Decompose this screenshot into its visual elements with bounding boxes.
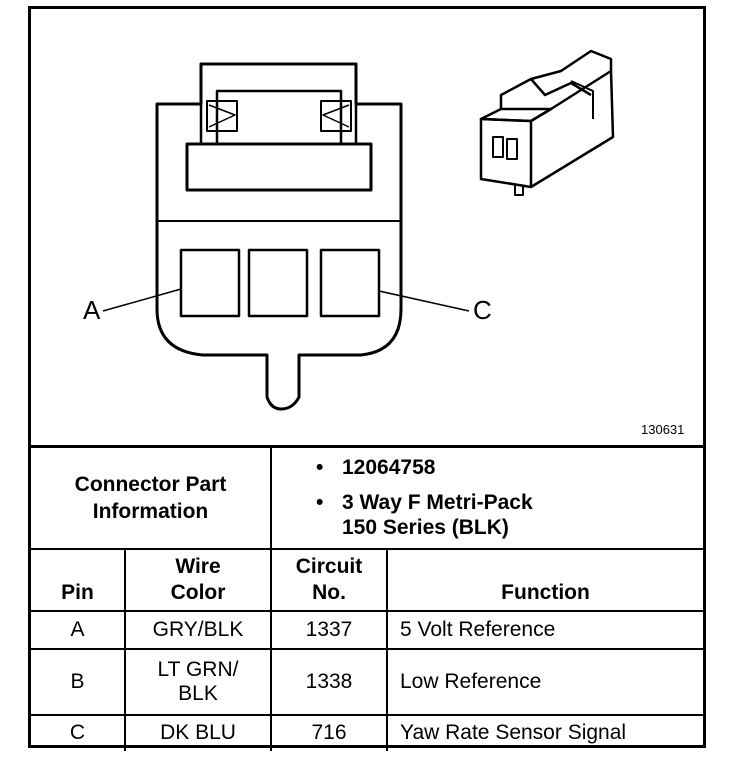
cell-wire-color: GRY/BLK xyxy=(124,609,272,650)
connector-info-row: Connector Part Information • 12064758 • … xyxy=(31,445,703,550)
connector-table: Connector Part Information • 12064758 • … xyxy=(31,445,703,751)
diagram-frame: A C 130631 Connector Part Information • … xyxy=(28,6,706,751)
cell-circuit: 716 xyxy=(270,713,388,751)
cell-pin: C xyxy=(31,713,126,751)
connector-type-line1: 3 Way F Metri-Pack xyxy=(342,491,533,515)
cell-circuit: 1338 xyxy=(270,647,388,716)
part-number: 12064758 xyxy=(342,456,436,480)
latch xyxy=(199,62,358,146)
header-circuit-line2: No. xyxy=(312,580,346,604)
cell-wire-color-line2: BLK xyxy=(178,681,218,705)
connector-type-line2: 150 Series (BLK) xyxy=(342,516,509,540)
pin-label-a: A xyxy=(83,295,101,325)
connector-isometric-icon xyxy=(479,49,615,196)
leader-a xyxy=(102,288,182,312)
header-wire-color-line1: Wire xyxy=(175,554,221,578)
lock-tab xyxy=(185,142,373,192)
header-circuit: Circuit No. xyxy=(270,547,388,612)
header-row: Pin Wire Color Circuit No. Function xyxy=(31,547,703,612)
leader-c xyxy=(378,290,470,312)
header-wire-color: Wire Color xyxy=(124,547,272,612)
table-row: B LT GRN/ BLK 1338 Low Reference xyxy=(31,647,703,716)
cell-wire-color: DK BLU xyxy=(124,713,272,751)
connector-face-outline xyxy=(155,62,403,411)
cell-circuit: 1337 xyxy=(270,609,388,650)
header-pin: Pin xyxy=(31,547,126,612)
header-function: Function xyxy=(386,547,703,612)
cell-pin: B xyxy=(31,647,126,716)
connector-info-label-line1: Connector Part xyxy=(74,472,227,496)
bullet-item: • 12064758 xyxy=(316,455,703,480)
table-row: C DK BLU 716 Yaw Rate Sensor Signal xyxy=(31,713,703,751)
connector-figure: A C 130631 xyxy=(31,9,703,445)
bullet-dot: • xyxy=(316,456,324,480)
cell-function: Yaw Rate Sensor Signal xyxy=(386,713,703,751)
cavity-a xyxy=(179,248,241,318)
connector-info-label: Connector Part Information xyxy=(31,445,272,550)
header-circuit-line1: Circuit xyxy=(295,554,363,578)
header-wire-color-line2: Color xyxy=(170,580,226,604)
cell-function: Low Reference xyxy=(386,647,703,716)
table-row: A GRY/BLK 1337 5 Volt Reference xyxy=(31,609,703,650)
cell-wire-color-line1: LT GRN/ xyxy=(157,657,239,681)
connector-drawing xyxy=(102,49,615,411)
cavity-b xyxy=(247,248,309,318)
cavity-c xyxy=(319,248,381,318)
bullet-dot: • xyxy=(316,491,324,515)
bullet-item: • 3 Way F Metri-Pack 150 Series (BLK) xyxy=(316,490,703,540)
cell-pin: A xyxy=(31,609,126,650)
cell-wire-color: LT GRN/ BLK xyxy=(124,647,272,716)
connector-info-bullets: • 12064758 • 3 Way F Metri-Pack 150 Seri… xyxy=(270,445,703,550)
figure-id: 130631 xyxy=(641,422,685,437)
cell-function: 5 Volt Reference xyxy=(386,609,703,650)
pin-label-c: C xyxy=(473,295,492,325)
connector-info-label-line2: Information xyxy=(92,499,209,523)
